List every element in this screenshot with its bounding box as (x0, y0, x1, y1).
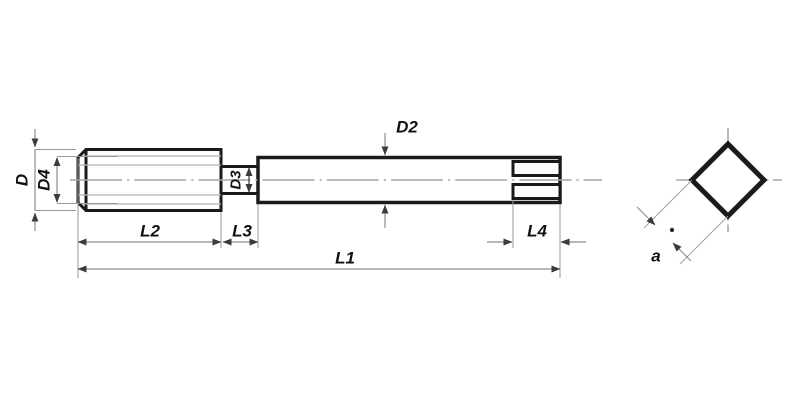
dimension-D2-label: D2 (396, 118, 418, 137)
flute-slot-lower (511, 183, 562, 200)
dimension-D4-label: D4 (35, 169, 54, 191)
dimension-L1-label: L1 (335, 249, 355, 268)
dimension-a-arrow-lower (672, 242, 692, 262)
detail-view-square: a (636, 128, 782, 266)
dimension-D3: D3 (228, 167, 253, 193)
flute-slot-upper (511, 160, 562, 177)
dimension-a-reference-dot (669, 227, 675, 233)
dimension-L4: L4 (487, 222, 586, 246)
dimension-a-arrow-upper (636, 206, 656, 226)
dimension-L3: L3 (222, 222, 259, 246)
dimension-L4-label: L4 (527, 222, 547, 241)
square-drive-outline (688, 140, 768, 220)
dimension-L2-label: L2 (140, 222, 160, 241)
dimension-L3-label: L3 (232, 222, 252, 241)
dimension-D: D (13, 129, 39, 231)
dimension-a: a (636, 206, 692, 266)
dimension-L1: L1 (77, 249, 561, 273)
dimension-L2: L2 (77, 222, 222, 246)
dimension-D4: D4 (35, 157, 61, 203)
dimension-D2: D2 (381, 118, 418, 228)
dimension-a-label: a (651, 247, 660, 266)
dimension-D3-label: D3 (228, 170, 245, 190)
dimension-D-label: D (13, 174, 32, 186)
